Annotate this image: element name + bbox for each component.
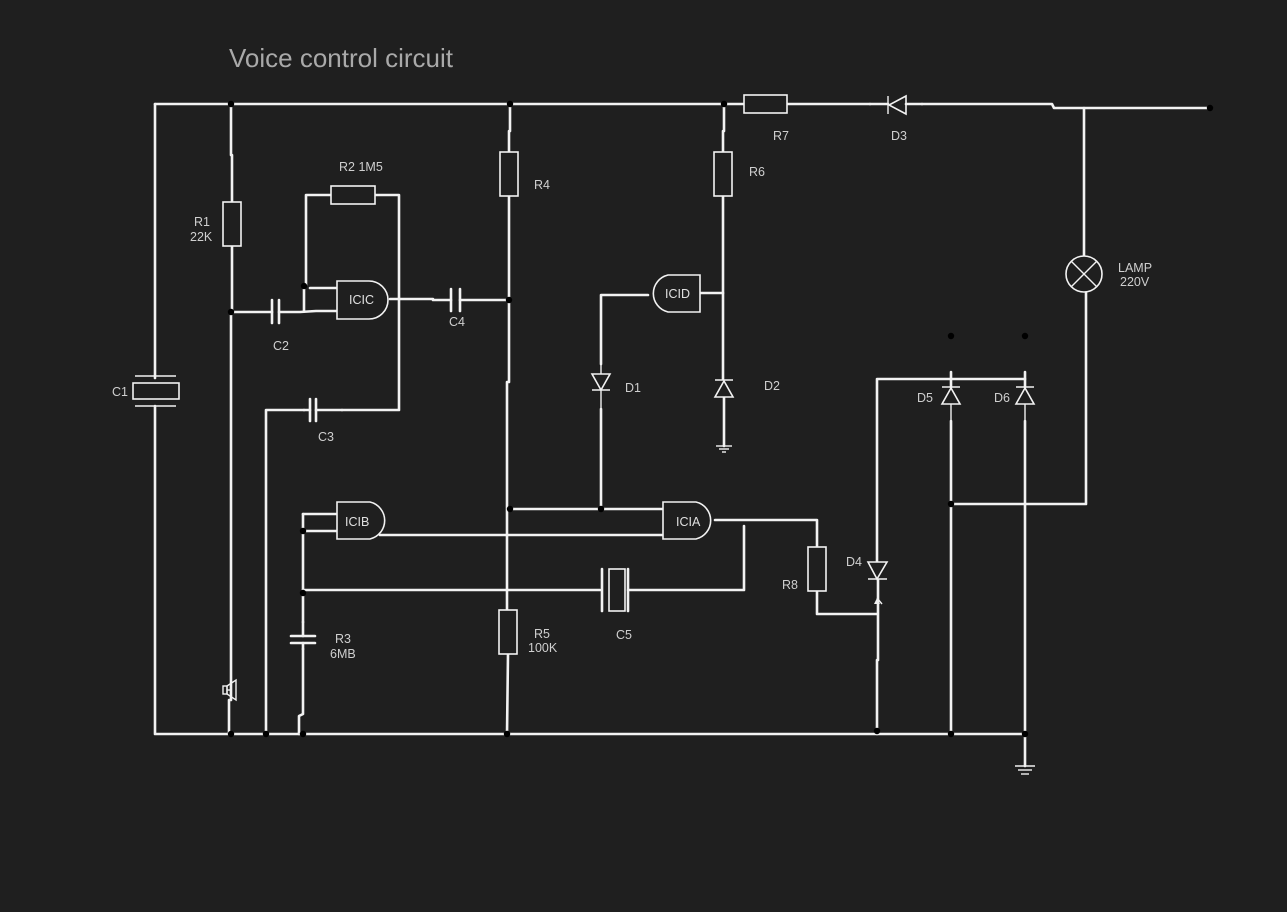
r7-label: R7 [773,129,789,143]
microphone-icon[interactable] [222,678,237,702]
c3-label: C3 [318,430,334,444]
r6-label: R6 [749,165,765,179]
c5-label: C5 [616,628,632,642]
resistor-r5[interactable] [498,609,518,655]
diode-d4[interactable] [866,561,889,605]
d6-label: D6 [994,391,1010,405]
gate-icic[interactable] [336,280,389,320]
d3-label: D3 [891,129,907,143]
lamp-value: 220V [1120,275,1150,289]
icib-label: ICIB [345,515,369,529]
ground-icon [1015,765,1035,775]
icia-label: ICIA [676,515,701,529]
ground-icon-d2 [716,445,732,453]
r8-label: R8 [782,578,798,592]
diode-d2[interactable] [713,379,735,398]
capacitor-c2[interactable] [270,298,281,325]
capacitor-c5[interactable] [600,567,630,613]
diode-d5[interactable] [940,386,962,421]
c1-label: C1 [112,385,128,399]
r1-label: R1 [194,215,210,229]
lamp-icon[interactable] [1065,255,1103,293]
d1-label: D1 [625,381,641,395]
resistor-r4[interactable] [499,151,519,197]
r4-label: R4 [534,178,550,192]
r1-value: 22K [190,230,213,244]
resistor-r2[interactable] [330,185,376,205]
diode-d6[interactable] [1014,386,1036,421]
r3-label: R3 [335,632,351,646]
capacitor-c1[interactable] [132,375,180,407]
capacitor-c3[interactable] [302,397,344,423]
r5-value: 100K [528,641,558,655]
resistor-r6[interactable] [713,151,733,197]
resistor-r8[interactable] [807,546,827,592]
c4-label: C4 [449,315,465,329]
capacitor-c4[interactable] [449,287,462,313]
lamp-label: LAMP [1118,261,1152,275]
gate-icia[interactable] [662,501,712,540]
diode-d1[interactable] [590,364,612,409]
gate-icib[interactable] [336,501,386,540]
r2-label: R2 1M5 [339,160,383,174]
icid-label: ICID [665,287,690,301]
d4-label: D4 [846,555,862,569]
r5-label: R5 [534,627,550,641]
r3-value: 6MB [330,647,356,661]
d2-label: D2 [764,379,780,393]
diode-d3[interactable] [868,94,924,116]
junction-dots [227,100,1214,738]
diagram-title: Voice control circuit [229,43,454,73]
resistor-r7[interactable] [743,94,788,114]
icic-label: ICIC [349,293,374,307]
d5-label: D5 [917,391,933,405]
capacitor-r3[interactable] [289,620,317,651]
gate-icid[interactable] [652,274,701,313]
wires [153,102,1212,768]
resistor-r1[interactable] [222,201,242,247]
c2-label: C2 [273,339,289,353]
